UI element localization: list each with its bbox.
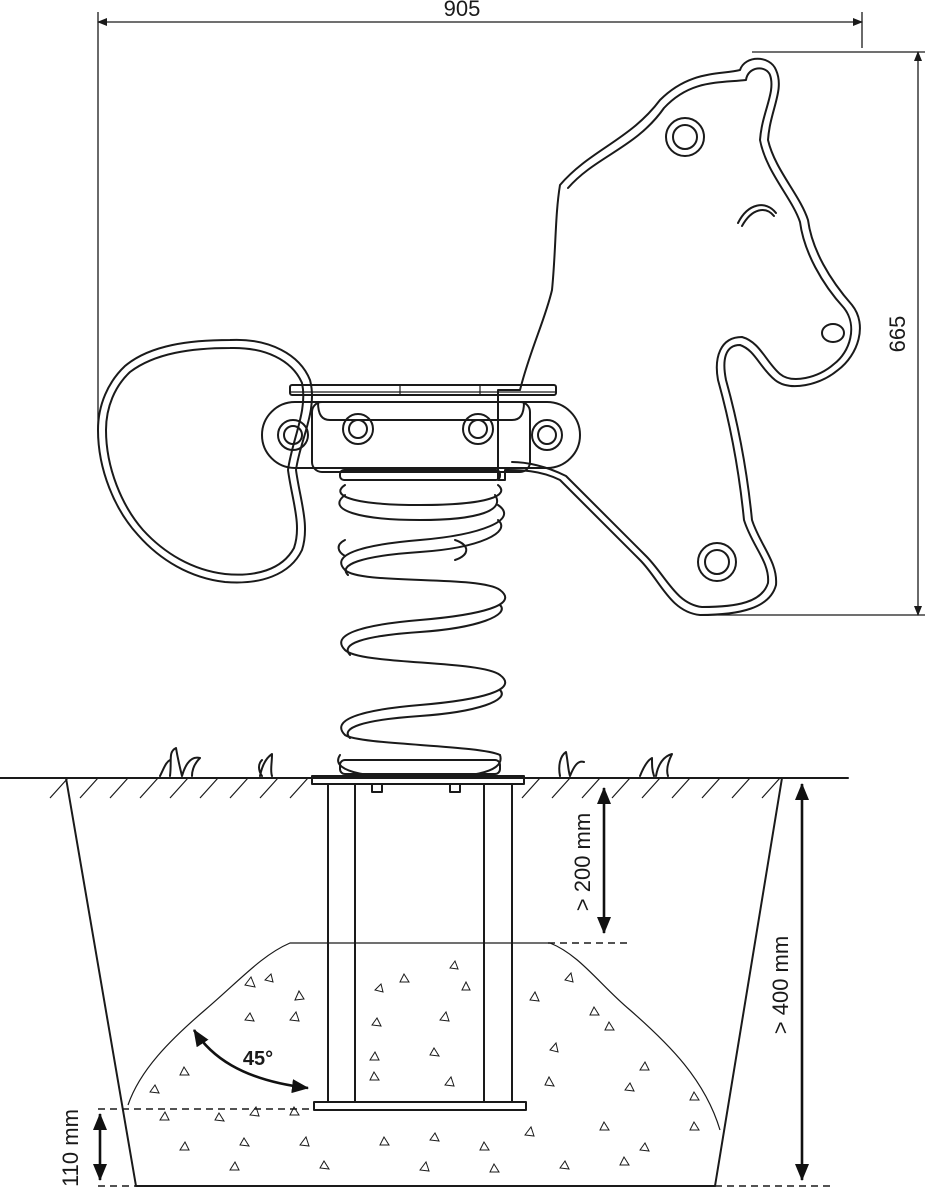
base-plate <box>311 775 525 793</box>
slope-angle-label: 45° <box>243 1048 273 1070</box>
grass-tuft-3 <box>558 751 585 777</box>
eye-ring-outer <box>665 117 705 157</box>
bolt-2-outer <box>342 413 374 445</box>
min-total-depth-label: > 400 mm <box>768 936 793 1034</box>
bolt-2-inner <box>348 419 368 439</box>
bolt-1-outer <box>277 419 309 451</box>
seat-back-panel <box>97 338 313 584</box>
anchor-posts <box>313 783 527 1111</box>
mouth-mark <box>737 204 777 224</box>
width-dimension: 905 <box>97 0 863 430</box>
eye-ring-inner <box>672 124 698 150</box>
bolt-4-inner <box>537 425 557 445</box>
handle-ring-inner <box>704 549 730 575</box>
horse-head-panel <box>497 57 861 616</box>
base-layer-label: 110 mm <box>58 1109 83 1187</box>
height-label: 665 <box>885 316 910 353</box>
bolt-3-outer <box>462 413 494 445</box>
min-top-depth-dimension: > 200 mm <box>570 787 611 934</box>
ground-surface <box>0 747 849 799</box>
slope-angle-indicator: 45° <box>192 1029 309 1094</box>
height-dimension: 665 <box>700 51 925 616</box>
clamp-bracket <box>261 401 581 473</box>
excavation-pit <box>65 777 783 1187</box>
concrete-foundation <box>127 942 721 1173</box>
bolt-1-inner <box>283 425 303 445</box>
grass-tuft-4 <box>639 753 673 777</box>
bolt-4-outer <box>531 419 563 451</box>
handle-ring-outer <box>697 542 737 582</box>
bolt-3-inner <box>468 419 488 439</box>
grass-tuft-1 <box>159 747 201 777</box>
grass-tuft-2 <box>258 753 273 777</box>
anchor-foot-plate <box>313 1101 527 1111</box>
coil-spring <box>337 469 507 779</box>
seat-bar <box>289 384 557 396</box>
min-total-depth-dimension: > 400 mm <box>768 783 809 1181</box>
min-top-depth-label: > 200 mm <box>570 813 595 911</box>
nostril <box>821 323 845 343</box>
base-layer-dimension: 110 mm <box>58 1109 107 1187</box>
width-label: 905 <box>444 0 481 21</box>
